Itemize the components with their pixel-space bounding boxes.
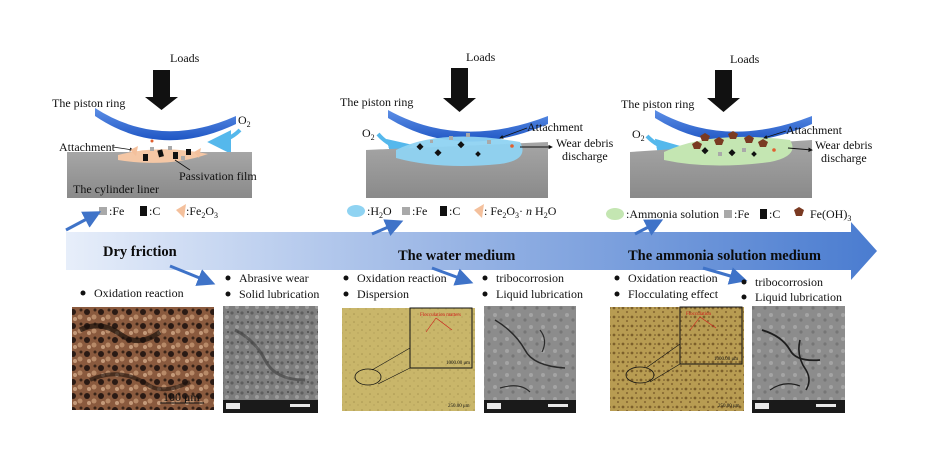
attachment-label: Attachment bbox=[59, 140, 116, 154]
link-arrow bbox=[169, 264, 216, 286]
link-arrow bbox=[431, 266, 474, 286]
bullets-ammonia: Oxidation reaction Flocculating effect t… bbox=[614, 271, 842, 304]
svg-text::C: :C bbox=[149, 204, 160, 218]
inset-scale: 1000.00 μm bbox=[714, 357, 738, 362]
oxygen-arrow bbox=[645, 134, 681, 163]
micrograph-ammonia-sem bbox=[752, 306, 845, 413]
svg-text:: Fe2O3· n H2O: : Fe2O3· n H2O bbox=[484, 204, 557, 220]
piston-ring bbox=[95, 108, 236, 141]
bullets-dry: Oxidation reaction Abrasive wear Solid l… bbox=[80, 271, 319, 301]
svg-text:Liquid lubrication: Liquid lubrication bbox=[496, 287, 583, 301]
svg-text:Abrasive wear: Abrasive wear bbox=[239, 271, 309, 285]
loads-arrow bbox=[707, 70, 740, 112]
wear-particles bbox=[130, 139, 201, 161]
wear-particles bbox=[416, 133, 514, 157]
svg-text::Ammonia solution: :Ammonia solution bbox=[626, 207, 719, 221]
legend-water: :H2O :Fe :C : Fe2O3· n H2O bbox=[347, 204, 557, 220]
oxygen-arrow bbox=[207, 128, 242, 154]
wear-debris-label-2: discharge bbox=[562, 149, 608, 163]
svg-text::C: :C bbox=[769, 207, 780, 221]
wear-debris-label: Wear debris bbox=[815, 138, 873, 152]
svg-text::Fe2O3: :Fe2O3 bbox=[186, 204, 218, 220]
attachment-label: Attachment bbox=[786, 123, 843, 137]
legend-ammonia: :Ammonia solution :Fe :C Fe(OH)3 bbox=[606, 207, 851, 223]
attachment-pointer bbox=[763, 130, 787, 139]
title-water-medium: The water medium bbox=[398, 248, 515, 264]
attachment-pointer bbox=[112, 146, 134, 152]
loads-arrow bbox=[443, 68, 476, 112]
svg-text:Oxidation reaction: Oxidation reaction bbox=[628, 271, 718, 285]
scale-bar-label: 250.00 μm bbox=[448, 404, 470, 409]
oxygen-label: O2 bbox=[238, 113, 251, 129]
link-arrow bbox=[65, 211, 102, 232]
loads-label: Loads bbox=[170, 51, 200, 65]
micrograph-water-sem bbox=[484, 306, 576, 413]
micrograph-dry-sem bbox=[223, 306, 318, 413]
attachment-pointer bbox=[499, 127, 528, 139]
micrograph-ammonia-optical: Flocculation 1000.00 μm 250.00 μm bbox=[610, 306, 744, 411]
svg-text:Fe(OH)3: Fe(OH)3 bbox=[810, 207, 851, 223]
title-dry-friction: Dry friction bbox=[103, 244, 177, 260]
loads-label: Loads bbox=[466, 50, 496, 64]
svg-text:tribocorrosion: tribocorrosion bbox=[496, 271, 564, 285]
link-arrow bbox=[634, 219, 664, 236]
attachment-label: Attachment bbox=[527, 120, 584, 134]
link-arrow bbox=[702, 266, 748, 285]
oxygen-label: O2 bbox=[362, 126, 375, 142]
svg-text::Fe: :Fe bbox=[412, 204, 427, 218]
cylinder-liner-label: The cylinder liner bbox=[73, 182, 159, 196]
svg-text::Fe: :Fe bbox=[734, 207, 749, 221]
micrograph-water-optical: Flocculation matters 1000.00 μm 250.00 μ… bbox=[342, 307, 475, 411]
svg-text:Oxidation reaction: Oxidation reaction bbox=[357, 271, 447, 285]
process-arrow bbox=[66, 222, 877, 280]
piston-ring bbox=[655, 110, 812, 142]
water-medium bbox=[396, 136, 523, 166]
panel-ammonia: Loads The piston ring O2 Attachment Wear… bbox=[606, 52, 873, 223]
bullets-water: Oxidation reaction Dispersion tribocorro… bbox=[343, 271, 583, 301]
loads-label: Loads bbox=[730, 52, 760, 66]
svg-text:Solid lubrication: Solid lubrication bbox=[239, 287, 319, 301]
piston-ring-label: The piston ring bbox=[340, 95, 413, 109]
title-ammonia-medium: The ammonia solution medium bbox=[628, 248, 821, 264]
wear-debris-label: Wear debris bbox=[556, 136, 614, 150]
svg-text:Oxidation reaction: Oxidation reaction bbox=[94, 286, 184, 300]
legend-dry: :Fe :C :Fe2O3 bbox=[99, 204, 218, 220]
piston-ring bbox=[388, 110, 548, 142]
loads-arrow bbox=[145, 70, 178, 110]
piston-ring-label: The piston ring bbox=[621, 97, 694, 111]
panel-dry-friction: Loads The piston ring O2 The cylinder li… bbox=[52, 51, 257, 220]
svg-text:tribocorrosion: tribocorrosion bbox=[755, 275, 823, 289]
piston-ring-label: The piston ring bbox=[52, 96, 125, 110]
link-arrow bbox=[371, 219, 404, 236]
svg-text:Flocculating effect: Flocculating effect bbox=[628, 287, 719, 301]
inset-label: Flocculation bbox=[686, 312, 711, 317]
scale-bar-label: 100 μm bbox=[163, 390, 200, 404]
svg-text:Dispersion: Dispersion bbox=[357, 287, 409, 301]
svg-text::C: :C bbox=[449, 204, 460, 218]
debris-pointer bbox=[787, 147, 813, 152]
panel-water: Loads The piston ring O2 Attachment Wear… bbox=[340, 50, 614, 220]
oxygen-arrow bbox=[376, 132, 413, 163]
svg-text::H2O: :H2O bbox=[367, 204, 392, 220]
scale-bar-label: 250.00 μm bbox=[718, 404, 740, 409]
oxygen-label: O2 bbox=[632, 127, 645, 143]
wear-particles bbox=[692, 131, 776, 157]
svg-text:Liquid lubrication: Liquid lubrication bbox=[755, 290, 842, 304]
micrograph-dry-optical: 100 μm bbox=[72, 307, 214, 410]
inset-scale: 1000.00 μm bbox=[446, 361, 470, 366]
svg-text::Fe: :Fe bbox=[109, 204, 124, 218]
wear-debris-label-2: discharge bbox=[821, 151, 867, 165]
inset-label: Flocculation matters bbox=[420, 313, 461, 318]
passivation-film-label: Passivation film bbox=[179, 169, 257, 183]
film-pointer bbox=[174, 159, 191, 171]
